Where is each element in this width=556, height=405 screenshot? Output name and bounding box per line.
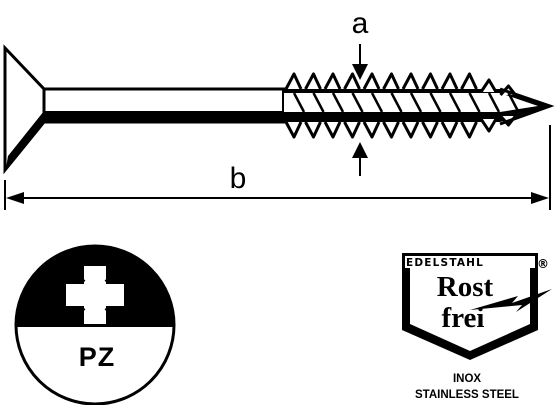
rost-text: Rost [437, 271, 494, 303]
dimension-a-arrow-bottom [352, 142, 368, 158]
screw-head [3, 44, 46, 175]
dimension-a-label: a [352, 7, 369, 40]
screw-drawing [3, 44, 555, 175]
thread-flank [351, 92, 364, 113]
stainless-steel-logo: EDELSTAHL ® Rost frei INOX STAINLESS STE… [402, 253, 552, 401]
dimension-b-arrow-right [531, 192, 549, 204]
screw-thread [282, 72, 555, 139]
thread-flank [331, 92, 345, 113]
thread-crest [460, 72, 478, 139]
thread-flank [448, 92, 462, 113]
thread-crest [401, 72, 420, 139]
edelstahl-text: EDELSTAHL [406, 257, 484, 269]
thread-crest [440, 72, 459, 139]
thread-crest [479, 78, 498, 133]
dimension-a-arrow-top [352, 64, 368, 80]
lightning-icon [470, 289, 552, 312]
thread-flank [429, 92, 442, 113]
thread-crest [284, 72, 303, 139]
thread-crest [421, 72, 439, 139]
pozidriv-cross-icon [64, 264, 126, 326]
thread-crest [382, 72, 400, 139]
registered-mark: ® [537, 257, 549, 271]
dimension-b-label: b [230, 162, 247, 195]
thread-flank [292, 92, 306, 113]
thread-flank [487, 92, 501, 113]
inox-text: INOX [453, 373, 481, 385]
stainless-steel-text: STAINLESS STEEL [415, 389, 519, 401]
thread-crest [323, 72, 342, 139]
pz-label: PZ [79, 342, 116, 372]
thread-crest [343, 72, 361, 139]
thread-flank [468, 92, 481, 113]
thread-flank [312, 92, 325, 113]
thread-flank [390, 92, 403, 113]
dimension-b: b [4, 125, 551, 210]
thread-flank [507, 92, 520, 113]
thread-crest [304, 72, 322, 139]
pz-drive-badge: PZ [14, 244, 176, 405]
thread-flank [409, 92, 423, 113]
thread-flank [370, 92, 384, 113]
dimension-a: a [352, 7, 369, 176]
dimension-b-arrow-left [6, 192, 24, 204]
screw-shank [42, 87, 286, 124]
thread-crest [362, 72, 381, 139]
frei-text: frei [442, 302, 485, 334]
